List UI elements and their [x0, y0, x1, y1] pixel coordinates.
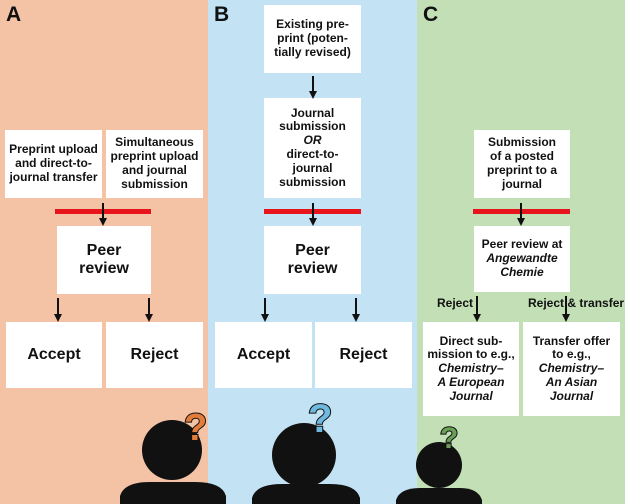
peer-review-angewandte-box: Peer review at Angewandte Chemie: [474, 226, 570, 292]
box-line: mission to e.g.,: [427, 347, 515, 362]
box-line: Journal: [549, 388, 594, 403]
box-line: preprint to a: [486, 163, 557, 177]
reject-label: Reject: [437, 296, 474, 310]
simultaneous-upload-box: Simultaneous preprint upload and journal…: [106, 130, 203, 198]
posted-preprint-submission-box: Submission of a posted preprint to a jou…: [474, 130, 570, 198]
peer-review-box: Peer review: [264, 226, 361, 294]
box-line: Journal: [290, 105, 335, 120]
box-line: review: [79, 260, 129, 277]
accept-label: Accept: [236, 345, 291, 363]
box-line: journal transfer: [9, 169, 98, 184]
box-line: Chemistry–: [438, 361, 504, 376]
box-line: and direct-to-: [15, 156, 92, 171]
box-line: Angewandte: [486, 251, 558, 266]
person-icon: [120, 420, 226, 504]
direct-submission-box: Direct sub- mission to e.g., Chemistry– …: [423, 322, 519, 416]
reject-box: Reject: [106, 322, 203, 388]
svg-text:?: ?: [184, 407, 207, 449]
reject-label: Reject: [130, 345, 179, 363]
box-line: and journal: [122, 163, 187, 177]
box-line: of a posted: [489, 149, 554, 164]
box-line: Direct sub-: [439, 333, 503, 348]
box-line: review: [287, 260, 338, 277]
box-line: direct-to-: [286, 147, 339, 161]
box-line: submission: [121, 176, 188, 191]
box-line: print (poten-: [277, 31, 348, 46]
box-line: Existing pre-: [276, 17, 349, 32]
box-line: Peer: [295, 241, 330, 259]
transfer-offer-box: Transfer offer to e.g., Chemistry– An As…: [523, 322, 620, 416]
panel-c: C Submission of a posted preprint to a j…: [417, 0, 625, 504]
box-line: Submission: [487, 135, 556, 150]
box-line: OR: [303, 133, 322, 148]
reject-box: Reject: [315, 322, 412, 388]
panel-a: A Preprint upload and direct-to- journal…: [0, 0, 208, 504]
preprint-upload-transfer-box: Preprint upload and direct-to- journal t…: [5, 130, 102, 198]
reject-label: Reject: [339, 345, 388, 363]
panel-label-b: B: [214, 3, 230, 26]
box-line: to e.g.,: [552, 347, 591, 362]
box-line: Journal: [449, 388, 493, 403]
box-line: submission: [279, 174, 346, 189]
panel-label-c: C: [423, 3, 439, 26]
box-line: An Asian: [545, 374, 598, 389]
box-line: Transfer offer: [532, 333, 611, 348]
svg-text:?: ?: [308, 397, 332, 441]
accept-label: Accept: [27, 345, 81, 363]
box-line: journal: [292, 160, 333, 175]
box-line: Chemie: [500, 264, 544, 279]
box-line: Simultaneous: [115, 135, 194, 150]
reject-transfer-label: Reject & transfer: [528, 296, 625, 310]
person-icon: [396, 442, 482, 504]
panel-label-a: A: [6, 3, 22, 26]
box-line: Preprint upload: [9, 142, 98, 157]
accept-box: Accept: [215, 322, 312, 388]
box-line: Chemistry–: [538, 361, 605, 376]
box-line: submission: [279, 119, 346, 134]
box-line: tially revised): [274, 44, 351, 59]
question-mark-icon: ?: [183, 406, 208, 450]
box-line: preprint upload: [110, 149, 199, 164]
journal-submission-box: Journal submission OR direct-to- journal…: [264, 98, 361, 198]
question-mark-icon: ?: [439, 421, 459, 456]
box-line: Peer: [86, 241, 122, 259]
svg-text:?: ?: [440, 422, 458, 455]
person-icon: [252, 423, 360, 504]
peer-review-box: Peer review: [57, 226, 151, 294]
accept-box: Accept: [6, 322, 102, 388]
question-mark-icon: ?: [307, 396, 333, 442]
box-line: Peer review at: [481, 237, 563, 252]
box-line: A European: [437, 374, 505, 389]
box-line: journal: [501, 176, 542, 191]
existing-preprint-box: Existing pre- print (poten- tially revis…: [264, 5, 361, 73]
